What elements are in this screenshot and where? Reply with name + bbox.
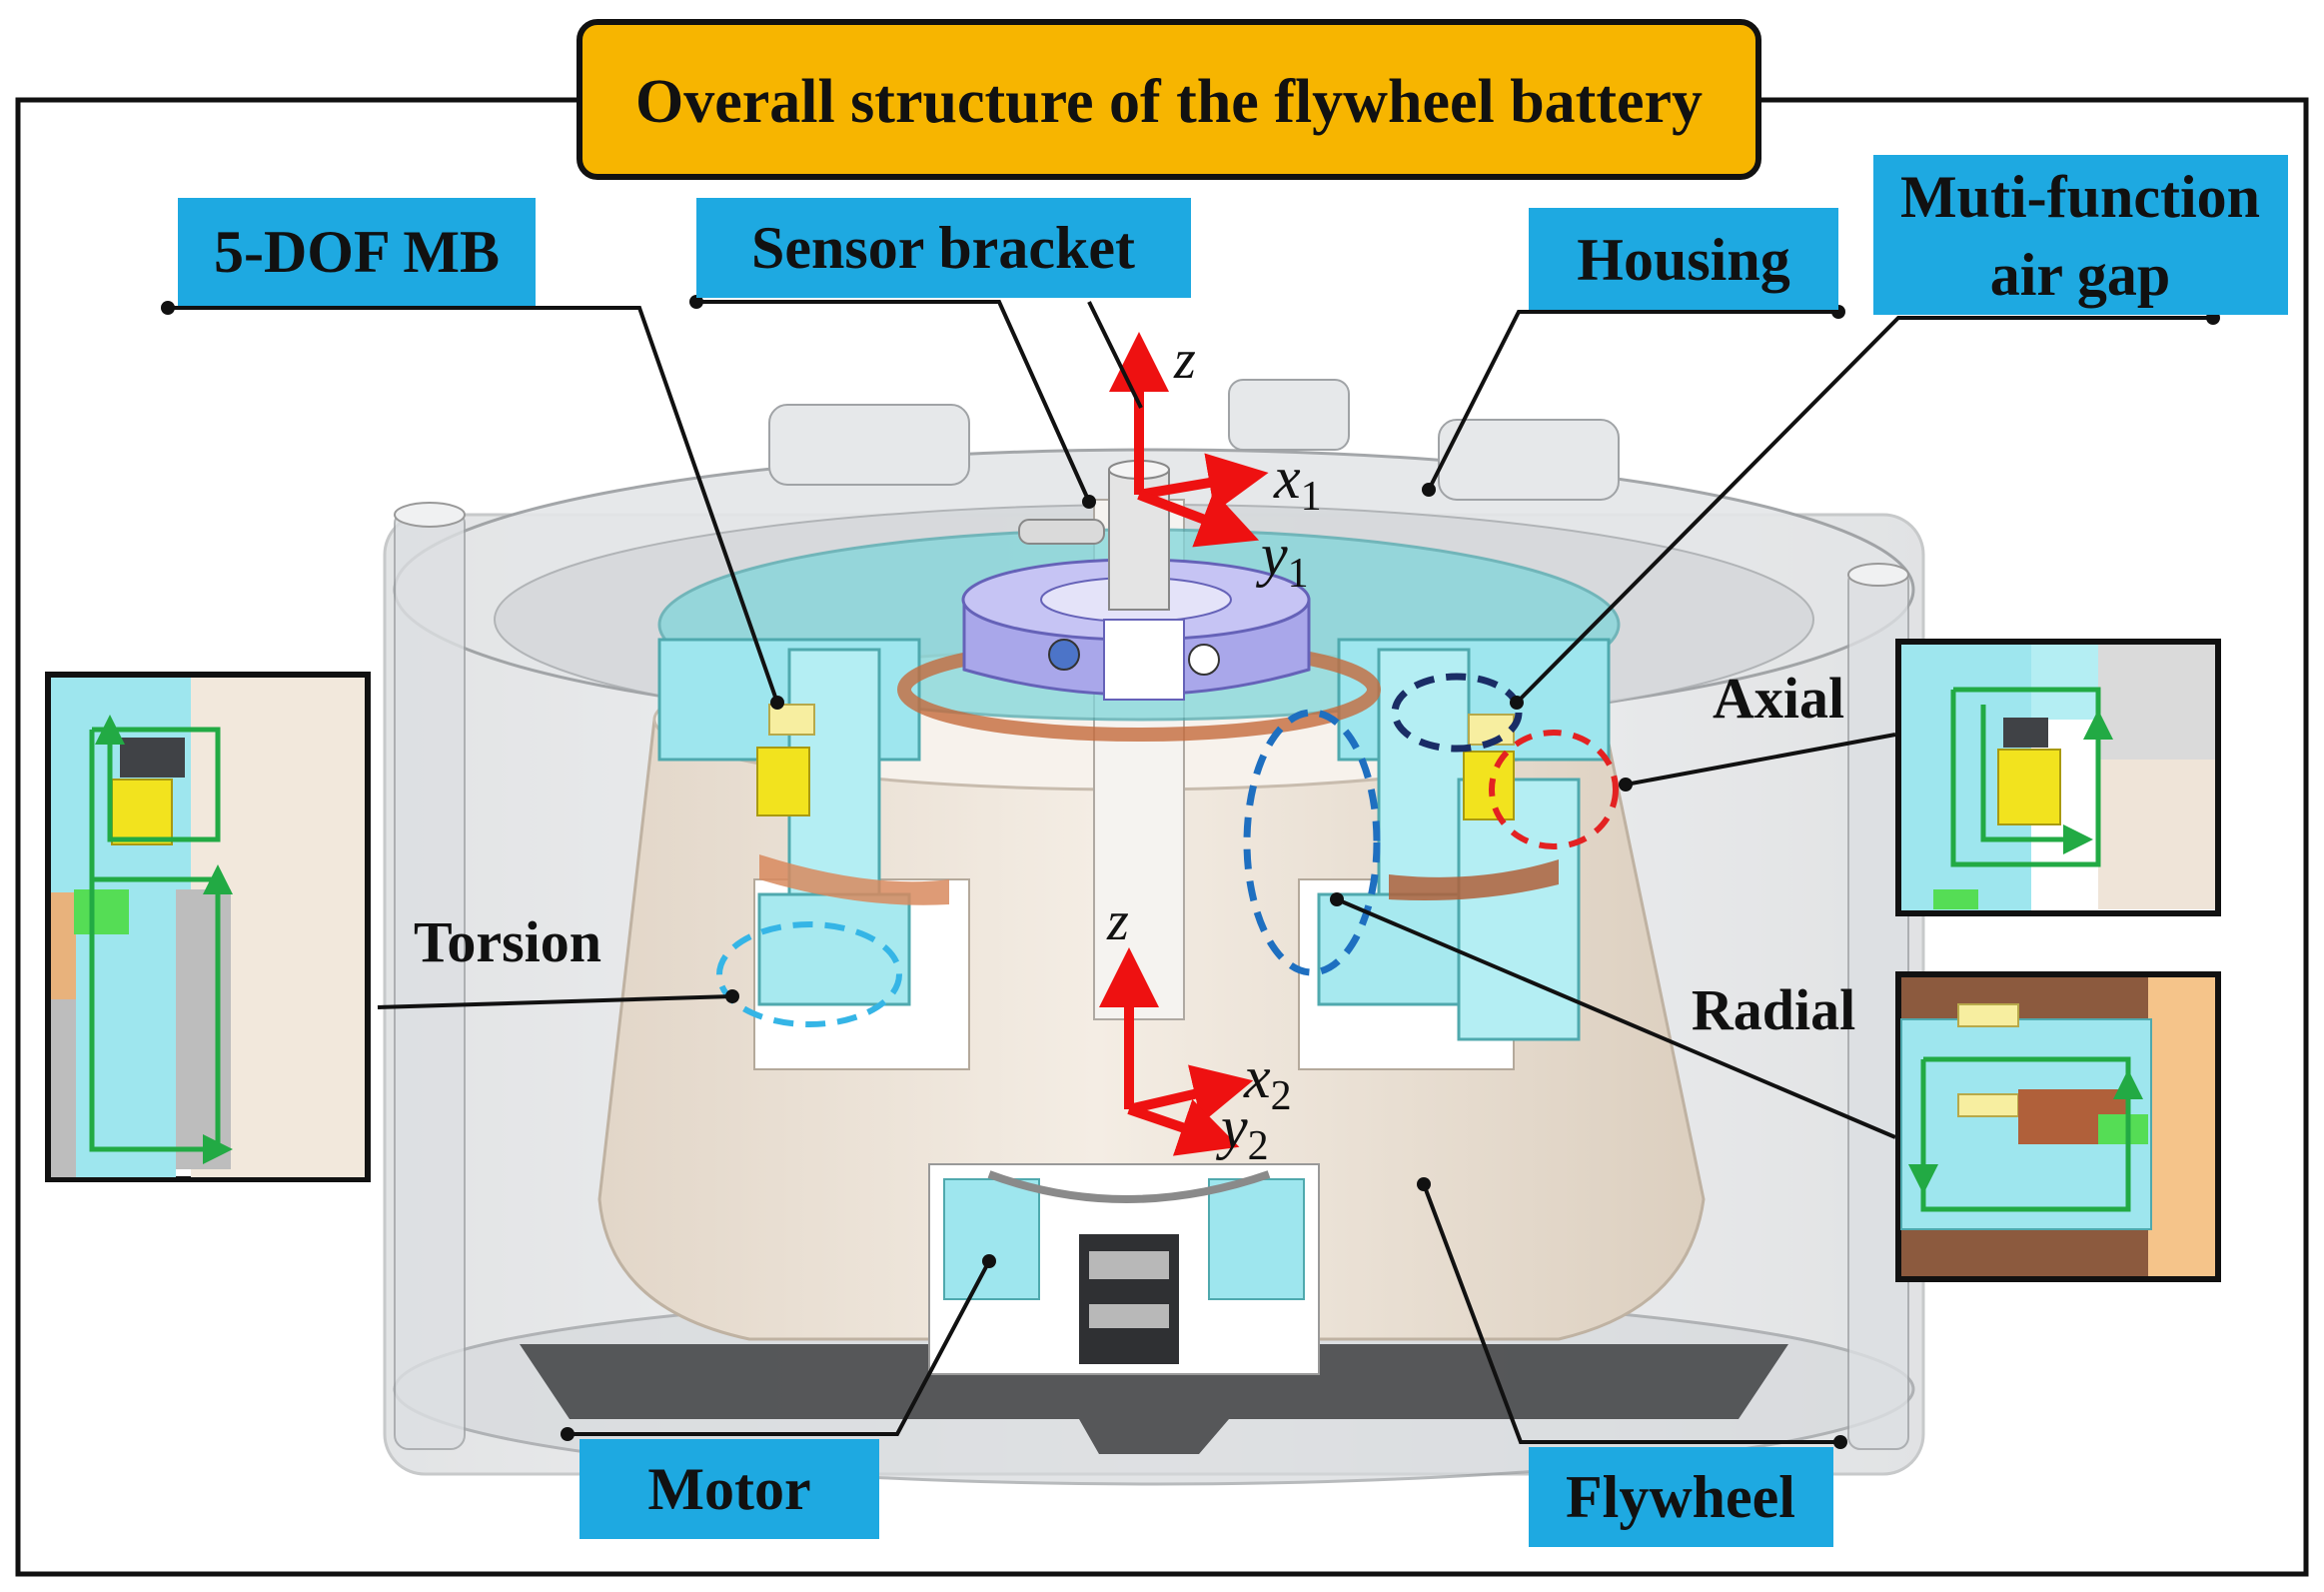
label-housing: Housing — [1529, 208, 1838, 310]
axial-inset — [1895, 639, 2221, 916]
svg-text:Sensor bracket: Sensor bracket — [751, 215, 1135, 281]
label-motor: Motor — [580, 1439, 879, 1539]
bottom-x-label: x2 — [1243, 1044, 1292, 1119]
label-axial: Axial — [1713, 666, 1844, 731]
svg-text:5-DOF MB: 5-DOF MB — [214, 219, 500, 285]
label-air-gap: Muti-function air gap — [1873, 155, 2288, 315]
magnet-left — [756, 747, 810, 816]
bottom-y-label: y2 — [1215, 1094, 1269, 1169]
torsion-inset — [45, 672, 371, 1182]
label-radial: Radial — [1692, 977, 1855, 1042]
top-z-label: z — [1173, 329, 1196, 391]
leader-lines — [168, 300, 2213, 1444]
radial-inset — [1895, 971, 2221, 1282]
label-torsion: Torsion — [414, 909, 601, 974]
svg-text:Muti-function: Muti-function — [1900, 164, 2260, 230]
axial-gap-marker — [1489, 730, 1619, 849]
flywheel-battery-cutaway — [383, 379, 1925, 1486]
radial-gap-marker — [1243, 709, 1381, 976]
sensor-bracket-part — [961, 558, 1311, 701]
svg-text:Housing: Housing — [1577, 227, 1789, 293]
top-y-label: y1 — [1255, 522, 1309, 597]
svg-text:air gap: air gap — [1990, 242, 2171, 308]
svg-text:Flywheel: Flywheel — [1566, 1464, 1795, 1530]
top-coordinate-axes: z x1 y1 — [1109, 329, 1322, 597]
air-gap-marker — [1391, 673, 1523, 753]
svg-text:Overall structure of the flywh: Overall structure of the flywheel batter… — [635, 68, 1703, 136]
svg-text:Motor: Motor — [647, 1456, 810, 1522]
label-flywheel: Flywheel — [1529, 1447, 1833, 1547]
torsion-gap-marker — [716, 921, 902, 1027]
leader-dots — [161, 295, 2220, 1449]
magnet-right — [1463, 751, 1515, 820]
label-sensor-bracket: Sensor bracket — [696, 198, 1191, 298]
base-plate — [520, 1344, 1788, 1454]
bottom-coordinate-axes: z x2 y2 — [1099, 890, 1292, 1169]
bottom-z-label: z — [1106, 890, 1129, 952]
title-box: Overall structure of the flywheel batter… — [577, 19, 1761, 180]
motor-part — [928, 1163, 1320, 1375]
label-mb: 5-DOF MB — [178, 198, 536, 306]
top-x-label: x1 — [1273, 445, 1322, 520]
